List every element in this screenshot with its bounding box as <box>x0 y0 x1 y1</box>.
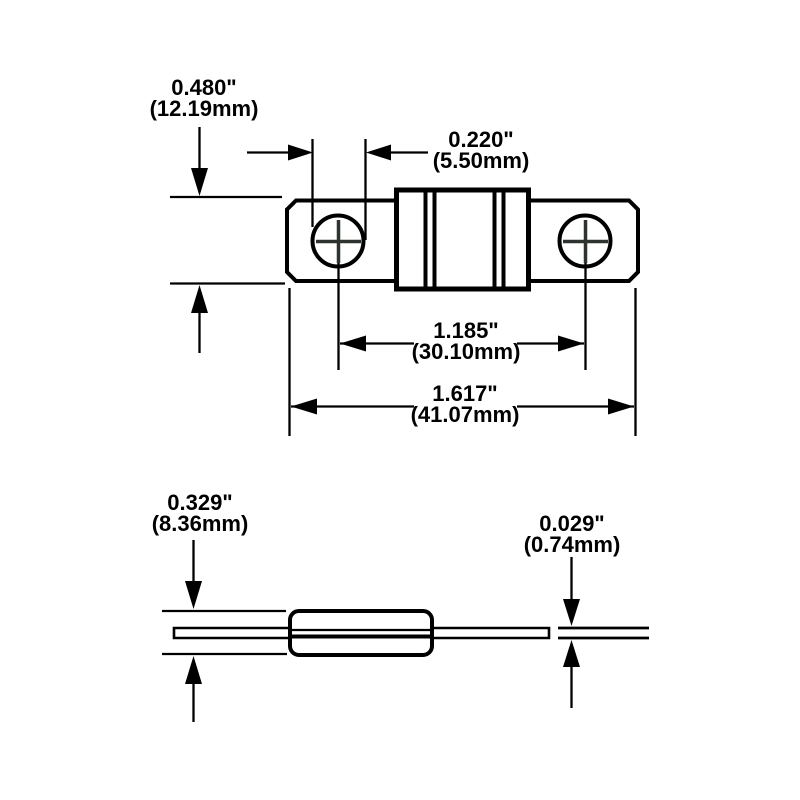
hole-diameter-label: 0.220" (5.50mm) <box>432 127 530 173</box>
arrow-up-icon <box>185 656 202 684</box>
arrow-left-icon <box>340 335 366 352</box>
hole-spacing-label: 1.185" (30.10mm) <box>411 318 521 364</box>
arrow-right-icon <box>608 398 634 415</box>
right-terminal-strip <box>430 626 551 640</box>
overall-length-dimension <box>288 288 637 436</box>
mounting-plate-outline <box>285 198 640 283</box>
plate-height-inches: 0.480" <box>171 75 237 100</box>
arrow-down-icon <box>185 581 202 609</box>
overall-length-label: 1.617" (41.07mm) <box>410 381 520 427</box>
hole-diameter-dimension <box>247 139 428 240</box>
terminal-thickness-dimension <box>558 557 649 708</box>
fuse-top-view <box>285 187 640 370</box>
body-height-metric: (8.36mm) <box>151 511 249 536</box>
arrow-down-icon <box>191 168 208 196</box>
terminal-thickness-label: 0.029" (0.74mm) <box>523 511 621 557</box>
fuse-side-view <box>172 609 551 657</box>
hole-diameter-metric: (5.50mm) <box>432 148 530 173</box>
terminal-thickness-inches: 0.029" <box>539 511 605 536</box>
hole-diameter-inches: 0.220" <box>448 127 514 152</box>
arrow-down-icon <box>563 599 580 626</box>
left-hole-crosshair-icon <box>316 220 361 263</box>
arrow-right-icon <box>558 335 584 352</box>
arrow-left-icon <box>366 144 391 161</box>
body-height-dimension <box>162 540 287 722</box>
terminal-thickness-metric: (0.74mm) <box>523 532 621 557</box>
fuse-body-top <box>394 187 531 292</box>
overall-length-metric: (41.07mm) <box>410 402 520 427</box>
plate-height-label: 0.480" (12.19mm) <box>149 75 259 121</box>
fuse-body-side <box>288 609 434 657</box>
hole-spacing-dimension <box>340 335 584 352</box>
body-height-inches: 0.329" <box>167 490 233 515</box>
left-terminal-strip <box>172 626 292 640</box>
arrow-up-icon <box>563 640 580 667</box>
arrow-right-icon <box>288 144 313 161</box>
overall-length-inches: 1.617" <box>432 381 498 406</box>
arrow-left-icon <box>291 398 317 415</box>
hole-spacing-metric: (30.10mm) <box>411 339 521 364</box>
plate-height-metric: (12.19mm) <box>149 96 259 121</box>
body-height-label: 0.329" (8.36mm) <box>151 490 249 536</box>
arrow-up-icon <box>191 285 208 313</box>
right-hole-crosshair-icon <box>563 220 608 263</box>
plate-height-dimension <box>170 127 285 353</box>
hole-spacing-inches: 1.185" <box>433 318 499 343</box>
